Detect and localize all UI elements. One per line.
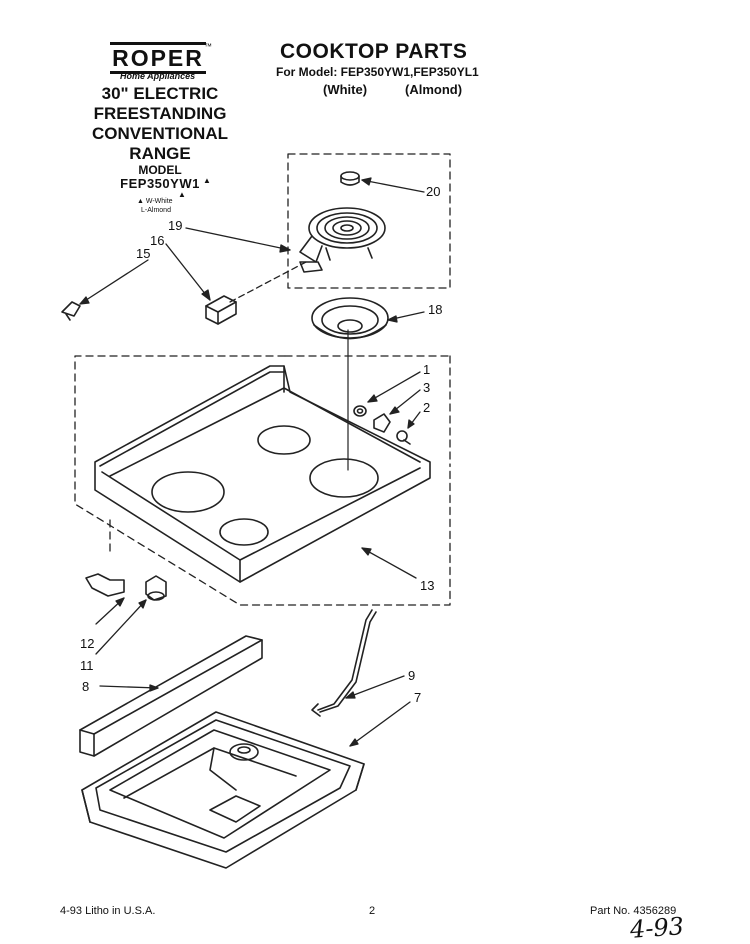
part-number: Part No. 4356289 — [590, 905, 677, 917]
trademark-mark: ™ — [204, 42, 212, 51]
for-model-line: For Model: FEP350YW1,FEP350YL1 — [276, 65, 479, 79]
callout-8: 8 — [82, 679, 90, 694]
cooktop-dashed-outline — [74, 355, 451, 606]
brand-subtitle: Home Appliances — [120, 71, 196, 81]
part-8-front-channel — [79, 635, 263, 757]
part-19-surface-element — [299, 207, 386, 273]
callout-13: 13 — [420, 578, 435, 593]
triangle-marker-icon: ▲ — [178, 190, 186, 199]
callout-9: 9 — [408, 668, 416, 683]
part-7-burner-box — [81, 711, 365, 869]
callout-18: 18 — [428, 302, 443, 317]
brand-name: ROPER — [112, 45, 204, 71]
callout-19: 19 — [168, 218, 183, 233]
part-18-drip-bowl — [311, 297, 389, 340]
callout-7: 7 — [414, 690, 422, 705]
part-16-terminal-block — [205, 295, 237, 325]
color-almond-label: (Almond) — [405, 82, 463, 97]
callout-3: 3 — [423, 380, 431, 395]
part-15-clip — [61, 301, 81, 321]
part-1-nut — [353, 405, 367, 417]
page-number: 2 — [369, 905, 376, 917]
callout-16: 16 — [150, 233, 165, 248]
part-2-screw — [396, 430, 411, 445]
part-13-cooktop — [94, 329, 431, 583]
roper-logo: ROPER — [110, 42, 206, 74]
part-12-hinge-bracket — [85, 573, 125, 597]
part-11-spacer — [145, 575, 167, 601]
page-title: COOKTOP PARTS — [280, 40, 468, 63]
callout-20: 20 — [426, 184, 441, 199]
leader-lines — [79, 177, 425, 747]
callout-2: 2 — [423, 400, 431, 415]
element-assembly-dashed-box — [287, 153, 451, 289]
part-20-cap — [340, 171, 360, 186]
model-number: FEP350YW1 — [120, 176, 200, 191]
range-title: 30" ELECTRIC FREESTANDING CONVENTIONAL R… — [92, 84, 228, 163]
callout-11: 11 — [80, 658, 94, 673]
triangle-marker-icon: ▲ — [203, 176, 211, 185]
color-white-label: (White) — [323, 82, 368, 97]
part-9-support-rod — [311, 609, 377, 717]
handwritten-date: 4-93 — [629, 912, 685, 944]
color-note-almond: L-Almond — [141, 207, 171, 214]
callout-1: 1 — [423, 362, 431, 377]
print-info: 4-93 Litho in U.S.A. — [60, 905, 156, 917]
callout-15: 15 — [136, 246, 151, 261]
model-label: MODEL — [138, 163, 182, 177]
callout-12: 12 — [80, 636, 95, 651]
color-note-white: ▲ W-White — [137, 198, 173, 205]
part-3-bracket — [373, 413, 391, 433]
